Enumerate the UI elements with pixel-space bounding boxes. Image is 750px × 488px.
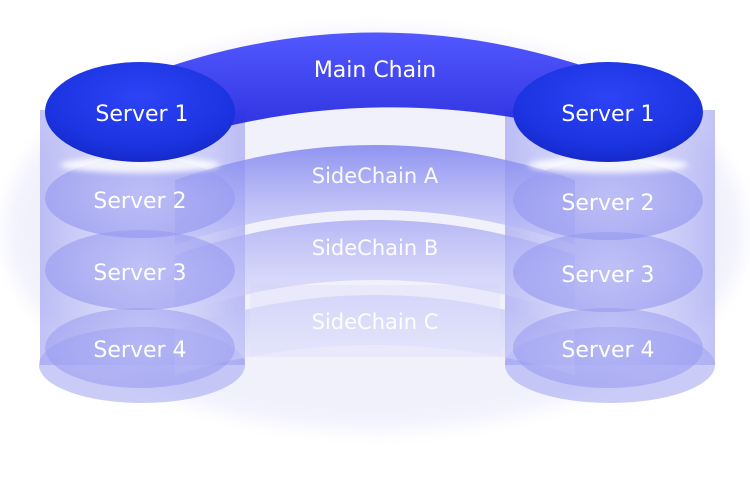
left-server-1-label: Server 1 [95, 102, 188, 127]
sidechain-c-band [175, 295, 575, 375]
right-server-4-disc [513, 308, 703, 388]
sidechain-a-label: SideChain A [312, 164, 439, 188]
left-server-3-disc [45, 230, 235, 310]
right-server-3-label: Server 3 [561, 263, 654, 288]
left-server-stack [45, 62, 235, 388]
right-server-4-label: Server 4 [561, 338, 654, 363]
right-server-1-disc [513, 62, 703, 162]
main-chain-band [145, 32, 610, 150]
right-server-stack [513, 62, 703, 388]
left-server-4-disc [45, 308, 235, 388]
right-server-1-label: Server 1 [561, 102, 654, 127]
left-server-2-label: Server 2 [93, 189, 186, 214]
right-server-3-disc [513, 232, 703, 312]
sidechain-a-band [175, 145, 575, 245]
left-server-1-glow [60, 157, 220, 173]
left-server-2-disc [45, 158, 235, 238]
right-server-1-glow [528, 157, 688, 173]
left-server-4-label: Server 4 [93, 338, 186, 363]
sidechain-c-label: SideChain C [312, 310, 439, 334]
sidechain-b-label: SideChain B [312, 236, 438, 260]
right-server-2-disc [513, 160, 703, 240]
right-server-2-label: Server 2 [561, 191, 654, 216]
sidechain-c-center [250, 285, 500, 357]
main-chain-label: Main Chain [314, 58, 436, 83]
sidechain-b-band [175, 220, 575, 315]
left-server-1-disc [45, 62, 235, 162]
left-server-3-label: Server 3 [93, 261, 186, 286]
